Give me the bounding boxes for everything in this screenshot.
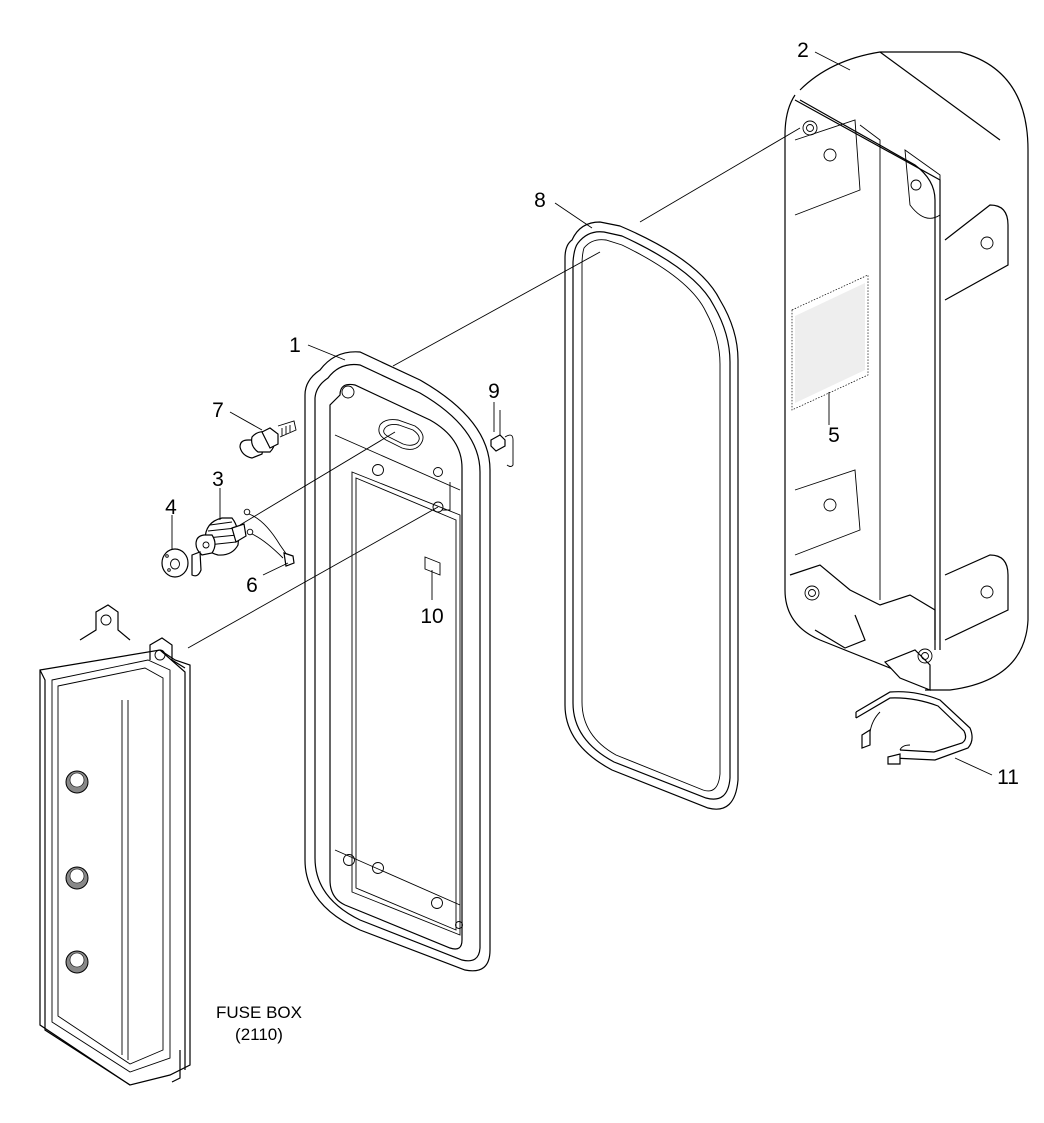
frame-part-1 [304,351,491,972]
callout-10: 10 [420,605,443,628]
callout-8: 8 [534,189,546,212]
switch-part-3 [191,517,247,577]
pin-part-9 [490,410,514,467]
fuse-box [39,604,191,1086]
housing-part-2 [784,51,1029,691]
assembly-lines [187,127,801,649]
label-plate-part-5 [791,274,869,411]
leader-lines [171,51,993,776]
callout-5: 5 [828,424,840,447]
gasket-part-8 [564,221,739,810]
bolt-part-7 [239,420,297,459]
callouts: 1 2 3 4 5 6 7 8 9 10 11 [165,39,1019,789]
fuse-box-caption: FUSE BOX (2110) [216,1003,302,1044]
callout-9: 9 [488,380,500,403]
callout-1: 1 [289,334,301,357]
wire-part-6 [243,508,295,567]
callout-6: 6 [246,574,258,597]
caption-line-1: FUSE BOX [216,1003,302,1022]
sticker-part-10 [424,556,441,576]
callout-2: 2 [797,39,809,62]
callout-4: 4 [165,496,177,519]
washer-part-4 [161,548,189,578]
callout-11: 11 [997,766,1019,789]
callout-3: 3 [212,468,224,491]
bracket-part-11 [855,691,973,765]
caption-line-2: (2110) [235,1025,283,1044]
callout-7: 7 [212,399,224,422]
